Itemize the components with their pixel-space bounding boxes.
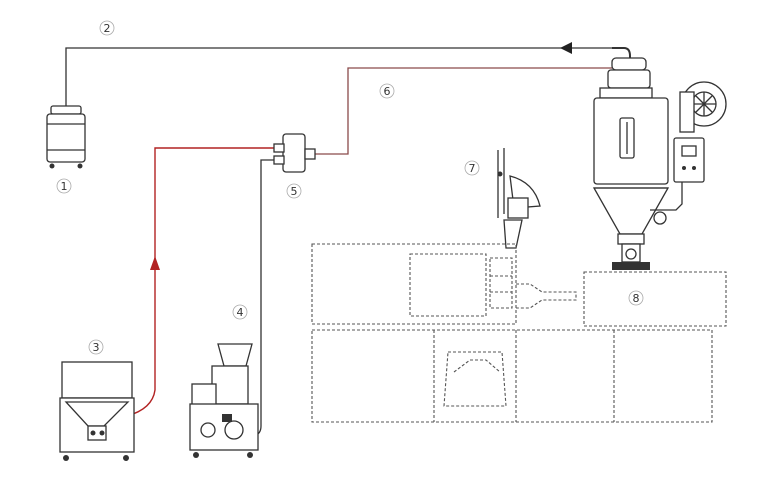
material-bin-3: [59, 361, 135, 461]
distribution-valve-5: [273, 133, 316, 173]
line-2-hook: [612, 47, 631, 60]
label-4: 4: [237, 306, 244, 319]
label-2: 2: [104, 22, 111, 35]
hopper-1: [46, 105, 86, 169]
label-1: 1: [61, 180, 68, 193]
label-6: 6: [384, 85, 391, 98]
number-labels: 2 6 1 5 7 4 3 8: [56, 20, 644, 355]
line-2-arrow: [560, 42, 572, 54]
line-2-return: [65, 47, 624, 108]
label-3: 3: [93, 341, 100, 354]
granulator-4: [189, 343, 259, 458]
label-8: 8: [633, 292, 640, 305]
blower-unit: [673, 81, 727, 183]
line-3-red: [117, 147, 276, 419]
conveying-lines: [65, 42, 631, 437]
line-4: [253, 159, 276, 437]
label-7: 7: [469, 162, 476, 175]
hopper-dryer: [592, 57, 683, 270]
molding-machine-8: [311, 243, 727, 423]
label-5: 5: [291, 185, 298, 198]
line-3-arrow: [150, 256, 160, 270]
line-6: [314, 67, 612, 155]
robot-arm-7: [497, 148, 541, 249]
